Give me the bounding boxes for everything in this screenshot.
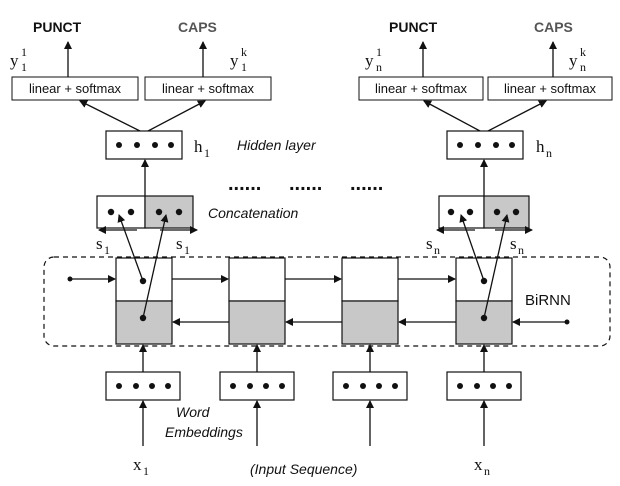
svg-text:n: n bbox=[484, 464, 490, 478]
svg-text:s: s bbox=[176, 234, 183, 253]
s-n-forward-label: s n bbox=[426, 226, 475, 257]
punct-label-right: PUNCT bbox=[389, 19, 438, 35]
svg-text:k: k bbox=[580, 45, 586, 59]
hidden-to-output-arrow bbox=[487, 100, 547, 132]
embedding-box bbox=[332, 371, 408, 401]
state-to-concat-arrow bbox=[483, 214, 510, 319]
s-1-backward-label: s 1 bbox=[160, 226, 198, 257]
y-n-k-label: y n k bbox=[569, 45, 586, 74]
concat-box-1 bbox=[96, 195, 194, 229]
svg-text:h: h bbox=[536, 137, 545, 156]
rnn-cell-1 bbox=[115, 257, 173, 345]
forward-recurrence bbox=[67, 275, 456, 283]
svg-text:s: s bbox=[426, 234, 433, 253]
ellipsis: ...... bbox=[350, 173, 383, 195]
input-sequence-label: (Input Sequence) bbox=[250, 461, 357, 477]
backward-recurrence bbox=[172, 318, 570, 326]
hidden-layer-label: Hidden layer bbox=[237, 137, 317, 153]
embedding-box bbox=[105, 371, 181, 401]
x-n-label: x n bbox=[474, 455, 490, 478]
svg-text:1: 1 bbox=[184, 243, 190, 257]
ellipsis: ...... bbox=[289, 173, 322, 195]
svg-text:1: 1 bbox=[241, 60, 247, 74]
svg-text:1: 1 bbox=[21, 45, 27, 59]
state-to-concat-arrow bbox=[459, 214, 485, 282]
x-1-label: x 1 bbox=[133, 455, 149, 478]
caps-label-left: CAPS bbox=[178, 19, 217, 35]
birnn-region bbox=[43, 256, 611, 347]
svg-text:n: n bbox=[580, 60, 586, 74]
svg-text:n: n bbox=[376, 60, 382, 74]
embedding-box bbox=[446, 371, 522, 401]
hidden-to-output-arrow bbox=[147, 100, 206, 132]
svg-text:1: 1 bbox=[21, 60, 27, 74]
svg-text:y: y bbox=[365, 51, 374, 70]
rnn-cell-2 bbox=[228, 257, 286, 345]
svg-text:1: 1 bbox=[204, 146, 210, 160]
svg-text:1: 1 bbox=[143, 464, 149, 478]
linear-softmax-box: linear + softmax bbox=[487, 76, 613, 101]
h-1-label: h 1 bbox=[194, 137, 210, 160]
svg-text:n: n bbox=[546, 146, 552, 160]
y-n-1-label: y n 1 bbox=[365, 45, 382, 74]
svg-text:s: s bbox=[96, 234, 103, 253]
h-n-label: h n bbox=[536, 137, 552, 160]
svg-text:h: h bbox=[194, 137, 203, 156]
embeddings-label: Embeddings bbox=[165, 424, 243, 440]
svg-text:linear + softmax: linear + softmax bbox=[162, 81, 255, 96]
hidden-to-output-arrow bbox=[79, 100, 141, 132]
svg-text:linear + softmax: linear + softmax bbox=[504, 81, 597, 96]
punct-label-left: PUNCT bbox=[33, 19, 82, 35]
state-to-concat-arrow bbox=[142, 214, 169, 319]
s-n-backward-label: s n bbox=[495, 226, 533, 257]
concatenation-label: Concatenation bbox=[208, 205, 299, 221]
s-1-forward-label: s 1 bbox=[96, 226, 137, 257]
svg-text:linear + softmax: linear + softmax bbox=[29, 81, 122, 96]
y-1-k-label: y 1 k bbox=[230, 45, 247, 74]
word-label: Word bbox=[176, 404, 211, 420]
caps-label-right: CAPS bbox=[534, 19, 573, 35]
state-to-concat-arrow bbox=[117, 214, 144, 282]
linear-softmax-box: linear + softmax bbox=[358, 76, 484, 101]
linear-softmax-box: linear + softmax bbox=[11, 76, 139, 101]
rnn-cell-3 bbox=[341, 257, 399, 345]
svg-text:x: x bbox=[133, 455, 142, 474]
svg-text:s: s bbox=[510, 234, 517, 253]
svg-text:1: 1 bbox=[104, 243, 110, 257]
svg-text:k: k bbox=[241, 45, 247, 59]
rnn-cell-n bbox=[455, 257, 513, 345]
hidden-box-n bbox=[446, 130, 524, 160]
hidden-box-1 bbox=[105, 130, 183, 160]
svg-text:x: x bbox=[474, 455, 483, 474]
concat-box-n bbox=[438, 195, 530, 229]
ellipsis: ...... bbox=[228, 173, 261, 195]
birnn-label: BiRNN bbox=[525, 292, 571, 309]
svg-text:1: 1 bbox=[376, 45, 382, 59]
embedding-box bbox=[219, 371, 295, 401]
svg-text:n: n bbox=[518, 243, 524, 257]
svg-text:n: n bbox=[434, 243, 440, 257]
linear-softmax-box: linear + softmax bbox=[144, 76, 272, 101]
hidden-to-output-arrow bbox=[423, 100, 481, 132]
svg-text:y: y bbox=[10, 51, 19, 70]
svg-text:y: y bbox=[569, 51, 578, 70]
svg-text:linear + softmax: linear + softmax bbox=[375, 81, 468, 96]
y-1-1-label: y 1 1 bbox=[10, 45, 27, 74]
svg-text:y: y bbox=[230, 51, 239, 70]
